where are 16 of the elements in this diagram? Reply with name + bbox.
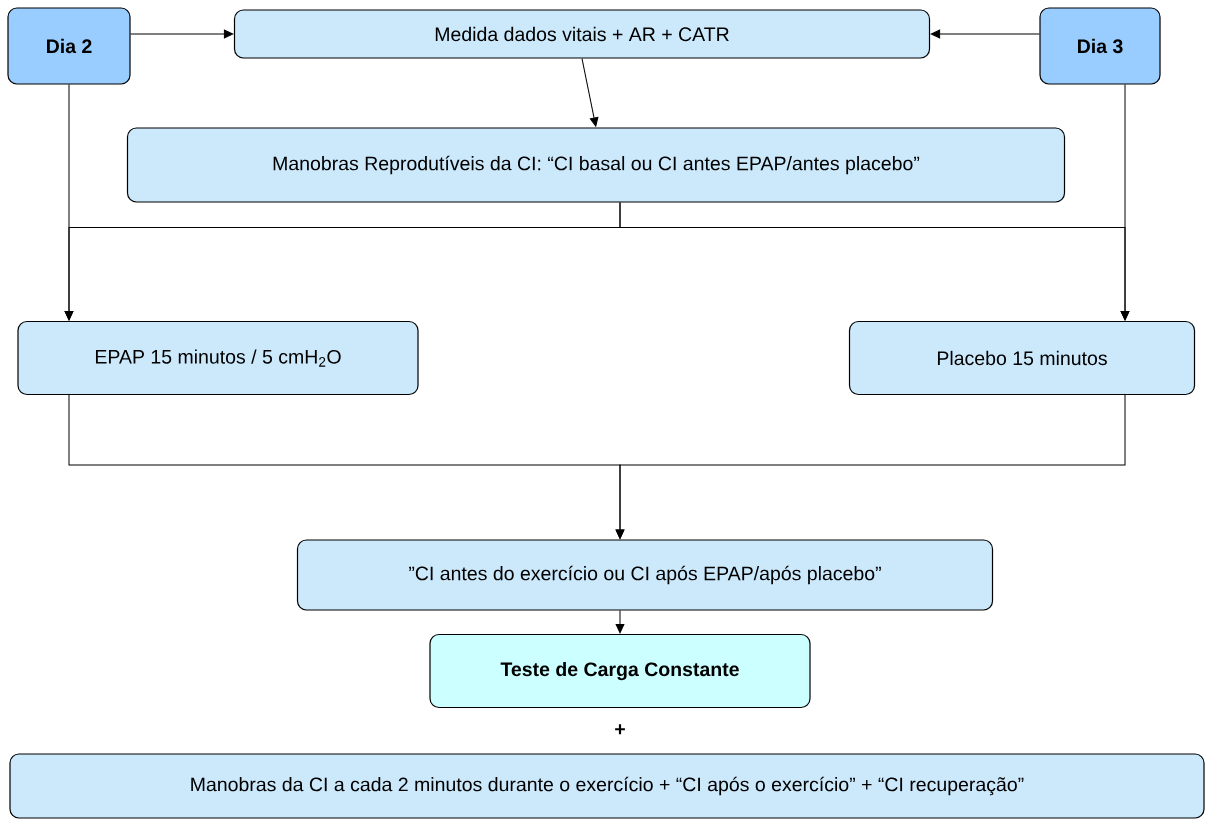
arrow xyxy=(615,610,625,634)
day-box: Dia 2 xyxy=(7,7,131,85)
day-box: Dia 3 xyxy=(1039,7,1161,85)
process-box: Medida dados vitais + AR + CATR xyxy=(233,9,931,59)
arrow xyxy=(581,58,599,127)
process-box: Manobras Reprodutíveis da CI: “CI basal ou CI antes EPAP/antes placebo” xyxy=(126,127,1066,203)
process-box: Teste de Carga Constante xyxy=(429,633,811,709)
arrow xyxy=(615,394,1126,539)
process-box: Placebo 15 minutos xyxy=(848,320,1196,396)
plus-sign: + xyxy=(615,724,625,735)
arrow xyxy=(130,29,234,39)
arrow xyxy=(930,29,1040,39)
arrow xyxy=(1120,84,1130,321)
process-box: Manobras da CI a cada 2 minutos durante o exercício + “CI após o exercício” + “CI recuperação” xyxy=(9,753,1205,819)
process-box: EPAP 15 minutos / 5 cmH$_{2}$O xyxy=(17,320,419,396)
process-box: ”CI antes do exercício ou CI após EPAP/após placebo” xyxy=(296,539,994,611)
